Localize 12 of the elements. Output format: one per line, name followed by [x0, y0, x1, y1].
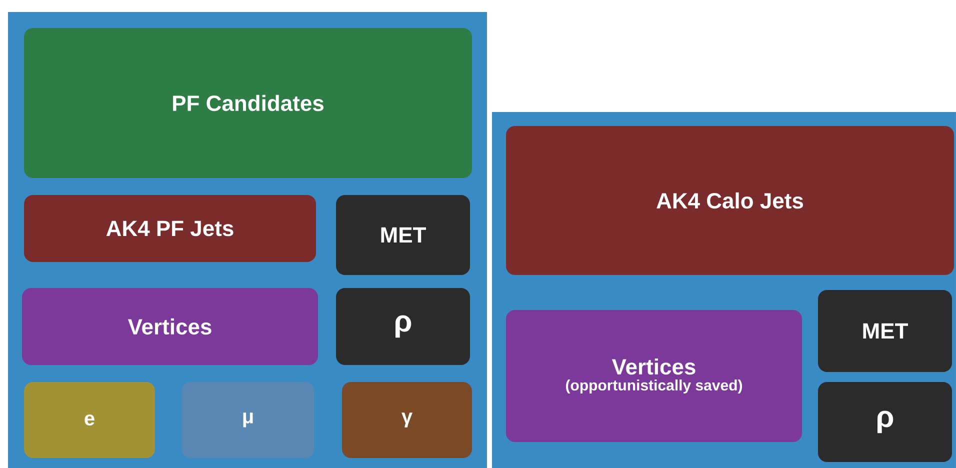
label-box: Vertices [22, 288, 318, 365]
label-box: AK4 Calo Jets [506, 126, 954, 275]
label-box: μ [182, 382, 314, 458]
label-box: ρ [336, 288, 470, 365]
label-box: e [24, 382, 155, 458]
label-box: MET [818, 290, 952, 372]
label-box: γ [342, 382, 472, 458]
label-box: PF Candidates [24, 28, 472, 178]
label-box: ρ [818, 382, 952, 462]
label-box: Vertices (opportunistically saved) [506, 310, 802, 442]
label-box: AK4 PF Jets [24, 195, 316, 262]
label-box: MET [336, 195, 470, 275]
